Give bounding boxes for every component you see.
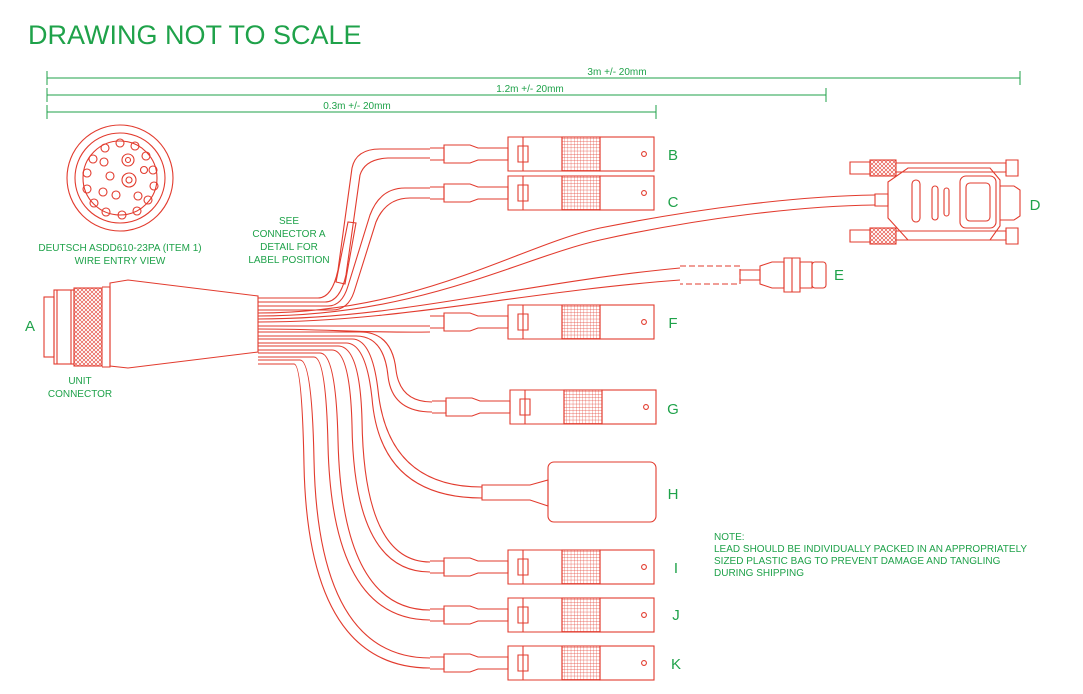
connector-j: [429, 597, 655, 633]
connector-g: [431, 389, 657, 425]
connector-e-label: E: [834, 267, 844, 284]
connector-j-label: J: [672, 607, 680, 624]
connector-f: [429, 304, 655, 340]
pinout-view: [66, 124, 174, 232]
label-note-line2: CONNECTOR A: [252, 229, 325, 240]
connector-g-label: G: [667, 401, 679, 418]
connector-f-label: F: [668, 315, 677, 332]
connector-k-label: K: [671, 656, 681, 673]
pinout-caption-line2: WIRE ENTRY VIEW: [75, 256, 166, 267]
connector-d: [849, 159, 1021, 245]
unit-connector-line1: UNIT: [68, 376, 91, 387]
connector-i-label: I: [674, 560, 678, 577]
unit-connector-a: [43, 279, 259, 369]
label-note-line1: SEE: [279, 216, 299, 227]
connector-c-label: C: [668, 194, 679, 211]
dimension-0-3m: 0.3m +/- 20mm: [323, 101, 391, 112]
dimension-3m: 3m +/- 20mm: [587, 67, 646, 78]
unit-connector-line2: CONNECTOR: [48, 389, 112, 400]
connector-b: [429, 136, 655, 172]
connector-h-label: H: [668, 486, 679, 503]
label-note-line4: LABEL POSITION: [248, 255, 329, 266]
connector-d-label: D: [1030, 197, 1041, 214]
note-line2: SIZED PLASTIC BAG TO PREVENT DAMAGE AND …: [714, 556, 1001, 567]
connector-i: [429, 549, 655, 585]
label-note-line3: DETAIL FOR: [260, 242, 318, 253]
note-line3: DURING SHIPPING: [714, 568, 804, 579]
connector-h: [481, 461, 657, 523]
note-line1: LEAD SHOULD BE INDIVIDUALLY PACKED IN AN…: [714, 544, 1027, 555]
connector-a-label: A: [25, 318, 35, 335]
connector-e: [680, 257, 827, 293]
dimension-lines: [46, 71, 1021, 119]
cable-wires: [257, 148, 876, 669]
note-heading: NOTE:: [714, 532, 745, 543]
dimension-1-2m: 1.2m +/- 20mm: [496, 84, 564, 95]
pinout-caption-line1: DEUTSCH ASDD610-23PA (ITEM 1): [38, 243, 201, 254]
drawing-title: DRAWING NOT TO SCALE: [28, 20, 362, 50]
connector-k: [429, 645, 655, 681]
connector-b-label: B: [668, 147, 678, 164]
connector-c: [429, 175, 655, 211]
